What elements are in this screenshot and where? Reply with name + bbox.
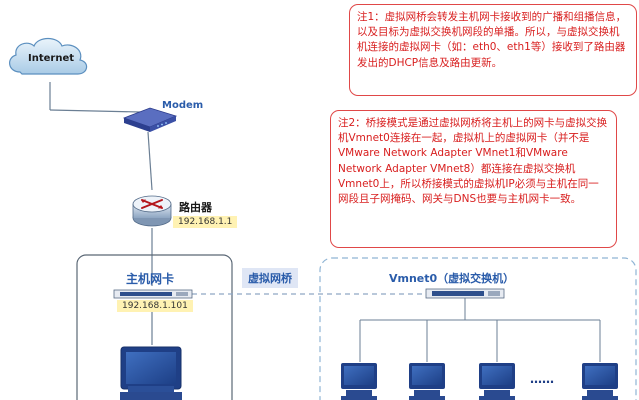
note-2: 注2：桥接模式是通过虚拟网桥将主机上的网卡与虚拟交换机Vmnet0连接在一起，虚…	[330, 110, 617, 248]
vm-icon	[409, 363, 445, 400]
vm-icon	[341, 363, 377, 400]
router-label: 路由器	[179, 201, 212, 214]
link-internet-modem	[49, 82, 141, 113]
note-1: 注1：虚拟网桥会转发主机网卡接收到的广播和组播信息，以及目标为虚拟交换机网段的单…	[349, 4, 637, 96]
vm-ellipsis: ……	[530, 372, 554, 386]
vswitch-links	[359, 298, 601, 362]
host-computer-icon	[120, 346, 182, 400]
modem-label: Modem	[162, 100, 204, 111]
host-box	[76, 254, 233, 400]
vm-icon	[479, 363, 515, 400]
host-nic-label: 主机网卡	[126, 272, 175, 286]
link-modem-router	[147, 131, 153, 191]
internet-label: Internet	[28, 53, 75, 64]
router-ip: 192.168.1.1	[173, 216, 238, 228]
modem-icon	[122, 107, 178, 132]
bridge-label: 虚拟网桥	[242, 268, 298, 288]
host-nic-ip: 192.168.1.101	[117, 300, 193, 312]
router-icon	[132, 195, 172, 227]
vswitch-label: Vmnet0（虚拟交换机）	[389, 272, 515, 285]
host-nic-icon	[113, 289, 193, 299]
cloud-icon	[9, 37, 88, 75]
virtual-network-box	[319, 257, 637, 400]
vm-icon	[582, 363, 618, 400]
vswitch-icon	[425, 288, 505, 299]
